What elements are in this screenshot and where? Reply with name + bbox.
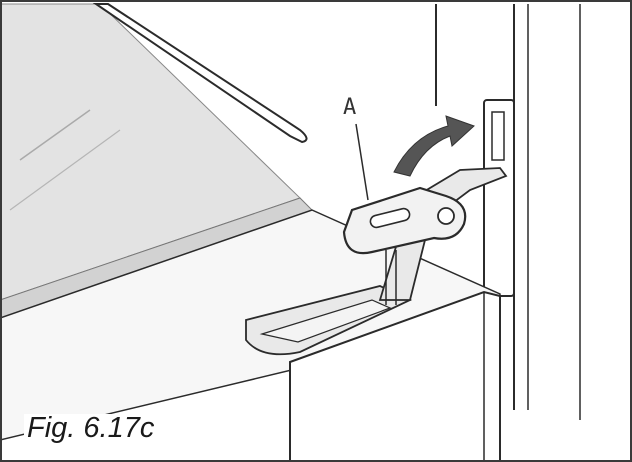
lever-pivot xyxy=(437,207,455,225)
shelf-rail xyxy=(92,3,308,144)
door-front xyxy=(289,290,501,462)
figure-caption: Fig. 6.17c xyxy=(24,414,158,443)
glass-reflection-2 xyxy=(9,129,121,211)
callout-leader xyxy=(355,123,369,201)
glass-reflection xyxy=(19,109,91,161)
callout-label-a: A xyxy=(343,95,357,120)
hinge-slot xyxy=(491,111,505,161)
recess-inner xyxy=(259,299,392,343)
lever-slot xyxy=(369,207,411,229)
rotation-arrow xyxy=(393,115,475,177)
